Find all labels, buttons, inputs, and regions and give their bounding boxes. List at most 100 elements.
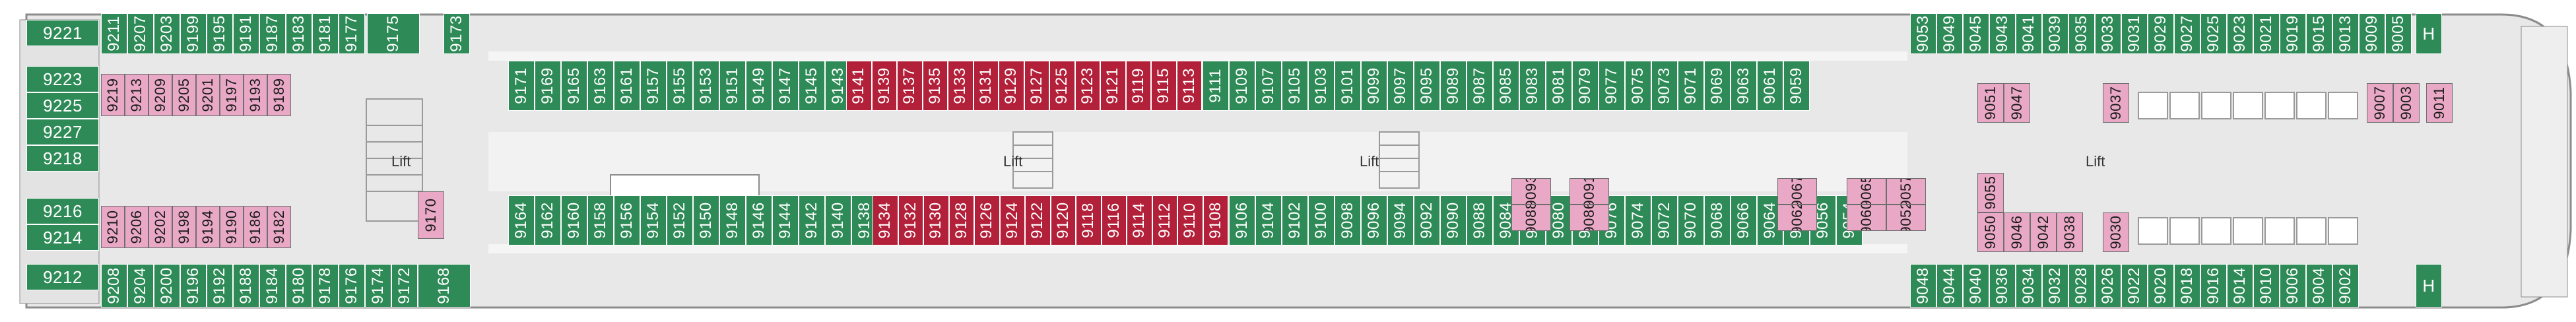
cabin[interactable]: 9085: [1493, 61, 1519, 111]
stern-cabin[interactable]: 9221: [26, 20, 99, 46]
stern-cabin[interactable]: 9216: [26, 198, 99, 224]
cabin[interactable]: 9100: [1308, 195, 1335, 245]
cabin[interactable]: 9030: [2103, 212, 2129, 252]
cabin[interactable]: 9003: [2393, 83, 2420, 123]
cabin[interactable]: 9112: [1152, 195, 1177, 245]
cabin[interactable]: 9170: [418, 191, 444, 239]
cabin[interactable]: 9014: [2227, 264, 2253, 307]
cabin[interactable]: 9192: [207, 264, 233, 307]
cabin[interactable]: 9147: [772, 61, 799, 111]
cabin[interactable]: 9211: [101, 13, 127, 54]
cabin[interactable]: 9207: [127, 13, 154, 54]
cabin[interactable]: 9219: [101, 74, 125, 116]
cabin[interactable]: 9206: [125, 206, 149, 248]
cabin[interactable]: 9111: [1203, 61, 1229, 111]
cabin[interactable]: 9173: [444, 13, 470, 54]
cabin[interactable]: 9048: [1910, 264, 1936, 307]
cabin[interactable]: 9127: [1024, 61, 1049, 111]
cabin[interactable]: 9110: [1177, 195, 1203, 245]
cabin[interactable]: 9155: [667, 61, 693, 111]
cabin[interactable]: 9045: [1963, 13, 1989, 54]
cabin[interactable]: 9135: [922, 61, 948, 111]
cabin[interactable]: 9202: [149, 206, 172, 248]
cabin[interactable]: 9021: [2253, 13, 2280, 54]
cabin[interactable]: 9157: [640, 61, 667, 111]
cabin[interactable]: 9042: [2030, 212, 2057, 252]
cabin[interactable]: 9026: [2095, 264, 2121, 307]
cabin[interactable]: 9073: [1651, 61, 1678, 111]
cabin[interactable]: 9074: [1625, 195, 1651, 245]
cabin[interactable]: 9103: [1308, 61, 1335, 111]
cabin[interactable]: 9038: [2057, 212, 2083, 252]
cabin[interactable]: 9011: [2426, 83, 2453, 123]
cabin[interactable]: 9106: [1229, 195, 1255, 245]
cabin[interactable]: 9071: [1678, 61, 1704, 111]
cabin[interactable]: 9171: [508, 61, 535, 111]
cabin[interactable]: 9097: [1387, 61, 1414, 111]
cabin[interactable]: 9086: [1569, 205, 1609, 231]
cabin[interactable]: 9036: [1989, 264, 2016, 307]
cabin[interactable]: 9044: [1936, 264, 1963, 307]
cabin[interactable]: 9065: [1847, 178, 1886, 205]
cabin[interactable]: 9051: [1977, 83, 2004, 123]
cabin[interactable]: 9035: [2068, 13, 2095, 54]
cabin[interactable]: 9134: [873, 195, 898, 245]
cabin[interactable]: 9013: [2332, 13, 2359, 54]
cabin[interactable]: 9139: [871, 61, 897, 111]
cabin[interactable]: 9041: [2016, 13, 2042, 54]
cabin[interactable]: 9197: [220, 74, 244, 116]
cabin[interactable]: 9114: [1127, 195, 1152, 245]
cabin[interactable]: 9126: [974, 195, 1000, 245]
cabin[interactable]: 9184: [259, 264, 286, 307]
stern-cabin[interactable]: 9212: [26, 264, 99, 290]
cabin[interactable]: 9203: [154, 13, 180, 54]
cabin[interactable]: 9189: [267, 74, 291, 116]
cabin[interactable]: 9050: [1977, 212, 2004, 252]
cabin[interactable]: 9089: [1440, 61, 1467, 111]
cabin[interactable]: 9132: [898, 195, 923, 245]
cabin[interactable]: 9095: [1414, 61, 1440, 111]
cabin[interactable]: 9032: [2042, 264, 2068, 307]
cabin[interactable]: 9105: [1282, 61, 1308, 111]
cabin[interactable]: 9161: [614, 61, 640, 111]
cabin[interactable]: 9099: [1361, 61, 1387, 111]
cabin[interactable]: 9213: [125, 74, 149, 116]
cabin[interactable]: 9028: [2068, 264, 2095, 307]
cabin[interactable]: 9199: [180, 13, 207, 54]
cabin[interactable]: 9196: [180, 264, 207, 307]
cabin[interactable]: 9027: [2174, 13, 2200, 54]
cabin[interactable]: 9096: [1361, 195, 1387, 245]
cabin[interactable]: 9130: [923, 195, 949, 245]
stern-cabin[interactable]: 9218: [26, 145, 99, 172]
cabin[interactable]: 9043: [1989, 13, 2016, 54]
cabin[interactable]: 9057: [1886, 178, 1926, 205]
cabin[interactable]: 9092: [1414, 195, 1440, 245]
cabin[interactable]: 9169: [535, 61, 561, 111]
cabin[interactable]: 9098: [1335, 195, 1361, 245]
cabin[interactable]: 9094: [1387, 195, 1414, 245]
cabin[interactable]: 9061: [1757, 61, 1783, 111]
cabin[interactable]: 9119: [1125, 61, 1151, 111]
stern-cabin[interactable]: 9214: [26, 224, 99, 251]
stern-cabin[interactable]: 9227: [26, 119, 99, 145]
cabin[interactable]: 9144: [772, 195, 799, 245]
cabin[interactable]: 9168: [418, 264, 471, 307]
cabin[interactable]: 9007: [2367, 83, 2393, 123]
cabin[interactable]: 9124: [999, 195, 1025, 245]
cabin[interactable]: 9025: [2200, 13, 2227, 54]
cabin[interactable]: 9019: [2280, 13, 2306, 54]
cabin[interactable]: 9178: [312, 264, 339, 307]
cabin[interactable]: 9174: [365, 264, 391, 307]
cabin[interactable]: 9102: [1282, 195, 1308, 245]
cabin[interactable]: 9194: [196, 206, 220, 248]
cabin[interactable]: 9104: [1255, 195, 1282, 245]
cabin[interactable]: 9142: [799, 195, 825, 245]
cabin[interactable]: 9151: [719, 61, 746, 111]
cabin[interactable]: 9205: [172, 74, 196, 116]
cabin[interactable]: 9009: [2359, 13, 2385, 54]
cabin[interactable]: 9059: [1783, 61, 1810, 111]
cabin[interactable]: 9022: [2121, 264, 2148, 307]
cabin[interactable]: 9201: [196, 74, 220, 116]
cabin[interactable]: 9162: [535, 195, 561, 245]
cabin[interactable]: 9209: [149, 74, 172, 116]
